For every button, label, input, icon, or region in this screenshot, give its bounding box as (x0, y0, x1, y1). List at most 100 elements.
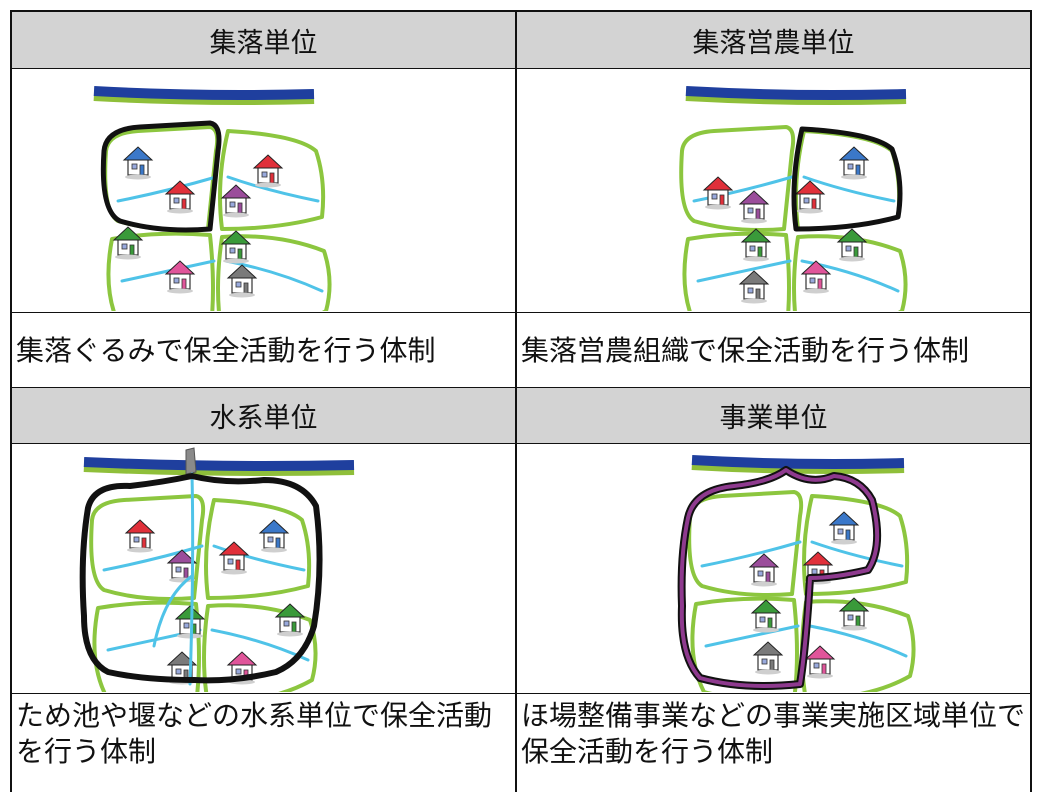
house-window (749, 245, 755, 251)
house-window (183, 622, 189, 628)
house-roof (124, 518, 155, 533)
house-wall (798, 191, 821, 210)
house-wall (168, 191, 191, 210)
house-window (229, 247, 235, 253)
house-icon (804, 644, 835, 678)
water-channel (188, 472, 194, 685)
house-shadow (740, 298, 767, 303)
house-icon (738, 269, 769, 303)
house-window (803, 197, 809, 203)
house-icon (752, 640, 783, 674)
house-door (243, 282, 248, 293)
house-roof (174, 604, 205, 619)
house-shadow (750, 581, 777, 586)
house-shadow (222, 258, 249, 263)
house-icon (218, 540, 249, 574)
header-settlement-unit: 集落単位 (12, 12, 517, 69)
house-roof (166, 650, 197, 665)
house-wall (224, 241, 247, 260)
house-shadow (254, 182, 281, 187)
house-wall (842, 157, 865, 176)
house-shadow (830, 539, 857, 544)
house-door (757, 246, 762, 257)
header-settlement-farming-unit: 集落営農単位 (517, 12, 1030, 69)
house-door (235, 559, 240, 570)
house-window (747, 287, 753, 293)
unit-boundary (100, 120, 221, 232)
house-icon (124, 518, 155, 552)
house-shadow (838, 256, 865, 261)
house-door (845, 529, 850, 540)
house-roof (828, 510, 859, 525)
house-roof (836, 227, 867, 242)
house-wall (222, 552, 245, 571)
house-window (809, 277, 815, 283)
water-channel (802, 175, 895, 202)
house-wall (706, 187, 729, 206)
house-window (173, 277, 179, 283)
house-icon (274, 602, 305, 636)
house-roof (752, 640, 783, 655)
house-icon (738, 189, 769, 223)
house-window (229, 201, 235, 207)
house-window (845, 245, 851, 251)
house-roof (794, 179, 825, 194)
house-roof (738, 189, 769, 204)
house-door (855, 615, 860, 626)
house-shadow (166, 208, 193, 213)
house-icon (226, 263, 257, 297)
house-shadow (166, 288, 193, 293)
house-wall (178, 616, 201, 635)
house-wall (262, 530, 285, 549)
house-window (175, 566, 181, 572)
house-roof (738, 269, 769, 284)
house-wall (126, 157, 149, 176)
house-wall (742, 281, 765, 300)
house-roof (750, 598, 781, 613)
house-window (235, 668, 241, 674)
water-channel (808, 624, 907, 657)
field-plot-top-left (678, 124, 795, 232)
house-wall (170, 560, 193, 579)
house-door (237, 248, 242, 259)
house-icon (750, 598, 781, 632)
water-channel (696, 259, 791, 282)
description-water-system-unit: ため池や堰などの水系単位で保全活動を行う体制 (12, 694, 517, 792)
house-icon (702, 175, 733, 209)
house-door (755, 208, 760, 219)
house-window (757, 570, 763, 576)
house-wall (808, 656, 831, 675)
settlement-farming-unit-diagram (678, 85, 907, 311)
house-icon (220, 229, 251, 263)
house-icon (252, 153, 283, 187)
house-roof (252, 153, 283, 168)
house-window (173, 197, 179, 203)
house-door (183, 567, 188, 578)
house-roof (218, 540, 249, 555)
house-wall (256, 165, 279, 184)
house-shadow (260, 547, 287, 552)
house-window (847, 163, 853, 169)
illustration-project-unit (517, 444, 1030, 694)
house-shadow (220, 569, 247, 574)
house-door (821, 663, 826, 674)
house-icon (122, 145, 153, 179)
house-door (269, 172, 274, 183)
house-window (711, 193, 717, 199)
illustration-water-system-unit (12, 444, 517, 694)
water-channel (692, 175, 793, 202)
house-icon (838, 596, 869, 630)
house-shadow (222, 212, 249, 217)
house-wall (224, 195, 247, 214)
water-channel (810, 540, 903, 567)
house-wall (840, 239, 863, 258)
illustration-settlement-farming-unit (517, 69, 1030, 313)
house-door (817, 278, 822, 289)
house-roof (226, 650, 257, 665)
description-settlement-unit: 集落ぐるみで保全活動を行う体制 (12, 313, 517, 388)
house-roof (112, 225, 143, 240)
house-window (121, 243, 127, 249)
house-roof (164, 179, 195, 194)
house-shadow (840, 625, 867, 630)
house-icon (164, 259, 195, 293)
